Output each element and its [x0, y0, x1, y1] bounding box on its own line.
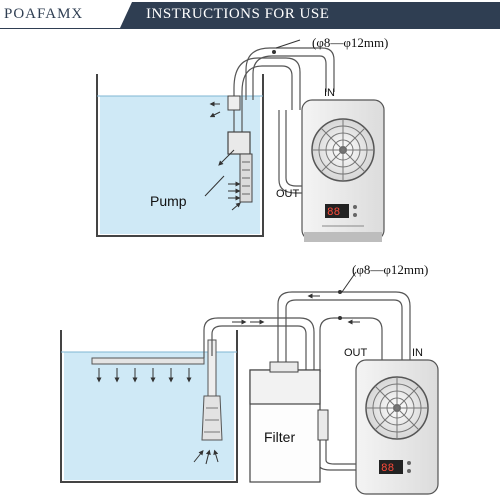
bottom-diagram: Filter (φ8—φ12mm) OUT IN 88 [60, 262, 439, 495]
intake-arrows [193, 449, 219, 465]
top-aquarium-tank [96, 74, 264, 237]
submersible-pump [227, 95, 253, 203]
canister-filter [249, 361, 329, 483]
top-flow-arrows [209, 101, 241, 211]
top-button [353, 205, 357, 209]
header-title: INSTRUCTIONS FOR USE [146, 6, 330, 22]
bottom-in-label: IN [412, 347, 423, 359]
bottom-out-label: OUT [344, 347, 368, 359]
filter-label: Filter [264, 429, 295, 445]
bottom-flow-arrows [232, 293, 360, 325]
bottom-button [407, 469, 411, 473]
top-out-label: OUT [276, 188, 300, 200]
header-rule [0, 28, 500, 29]
header-band [120, 2, 500, 28]
brand-name: POAFAMX [4, 6, 84, 22]
spray-bar [91, 357, 205, 365]
pump-label: Pump [150, 193, 187, 209]
top-hoses [233, 47, 335, 194]
bottom-button [407, 461, 411, 465]
bottom-chiller-unit: 88 [355, 359, 439, 495]
top-chiller-unit: 88 [301, 99, 385, 242]
top-temperature-display [325, 204, 349, 218]
top-display-digits: 88 [327, 207, 340, 219]
bottom-pipe-size-label: (φ8—φ12mm) [352, 262, 428, 277]
top-button [353, 213, 357, 217]
bottom-display-digits: 88 [381, 463, 394, 475]
spray-arrows [96, 368, 192, 383]
top-in-label: IN [324, 87, 335, 99]
header-banner: POAFAMX INSTRUCTIONS FOR USE [0, 0, 500, 30]
top-pipe-size-label: (φ8—φ12mm) [312, 35, 388, 50]
top-diagram: Pump (φ8—φ12mm) IN OUT 88 [96, 35, 388, 242]
bottom-temperature-display [379, 460, 403, 474]
